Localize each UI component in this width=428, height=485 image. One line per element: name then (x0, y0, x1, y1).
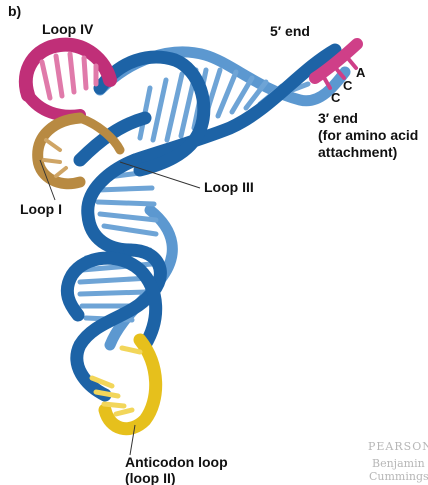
panel-label: b) (8, 3, 21, 19)
anticodon-loop-label: Anticodon loop (125, 454, 228, 470)
loop-i-label: Loop I (20, 201, 62, 217)
loop-iv (26, 45, 110, 116)
publisher-name: PEARSON (368, 440, 428, 453)
five-prime-end-label: 5′ end (270, 23, 310, 39)
publisher-line1: Benjamin (372, 457, 425, 470)
cca-letter-a: A (356, 65, 366, 80)
three-prime-end-label: 3′ end (318, 110, 358, 126)
anticodon-loop (92, 340, 156, 429)
three-prime-end-detail: (for amino acid (318, 127, 418, 143)
cca-letter-c1: C (343, 78, 353, 93)
three-prime-end-attachment: attachment) (318, 144, 397, 160)
loop-iv-label: Loop IV (42, 21, 94, 37)
anticodon-loop-sublabel: (loop II) (125, 470, 176, 485)
publisher-line2: Cummings (369, 470, 428, 483)
cca-letter-c2: C (331, 90, 341, 105)
loop-iii-label: Loop III (204, 179, 254, 195)
